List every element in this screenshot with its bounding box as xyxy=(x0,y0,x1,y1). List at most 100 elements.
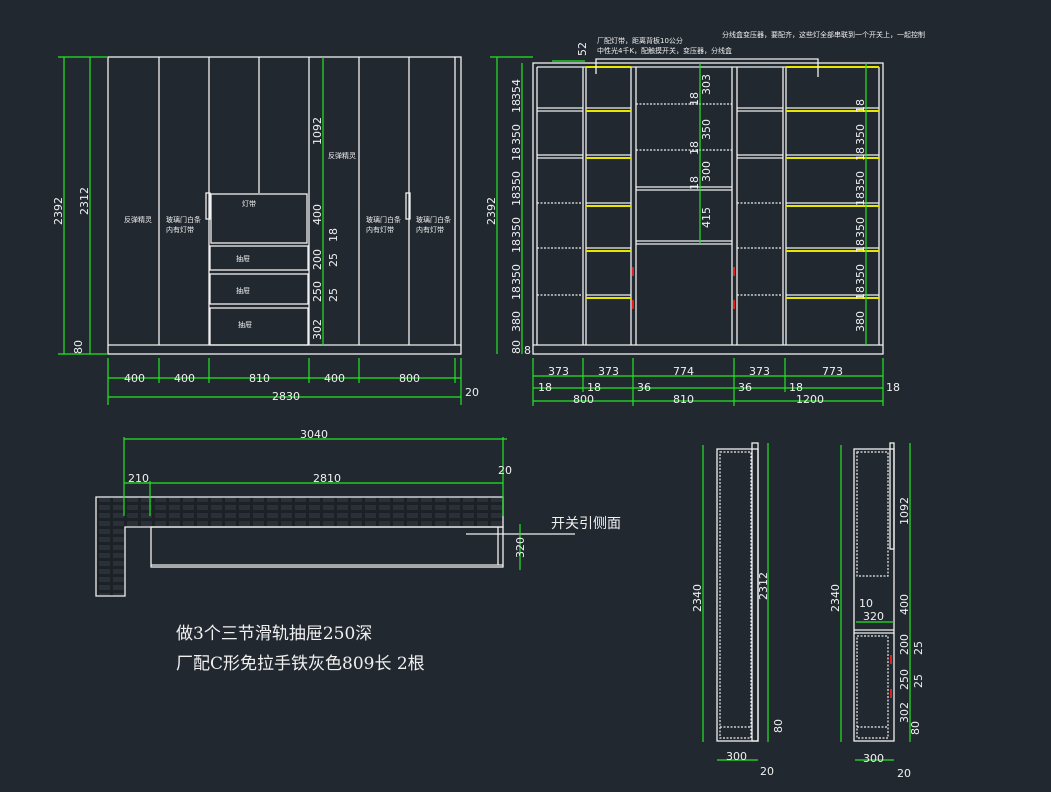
dim: 8 xyxy=(524,344,531,357)
dim: 18 xyxy=(886,381,900,394)
dim-b-400c: 400 xyxy=(324,372,345,385)
dim: 18 xyxy=(510,147,523,161)
label-glass-door: 玻璃门白条 xyxy=(166,215,201,224)
section-elevation: 厂配灯带，距离背板10公分 中性光4千K，配触摸开关，变压器，分线盒 分线盒变压… xyxy=(485,30,925,406)
side-section-b: 2340 1092 400 10 320 200 25 250 25 302 8… xyxy=(829,442,925,780)
dim: 18 xyxy=(510,239,523,253)
dim-b-800: 800 xyxy=(399,372,420,385)
dim: 380 xyxy=(854,311,867,332)
dim-b-400a: 400 xyxy=(124,372,145,385)
dim: 800 xyxy=(573,393,594,406)
right-dims: 18 350 18 350 18 350 18 350 18 380 xyxy=(854,99,867,332)
dim-b-810: 810 xyxy=(249,372,270,385)
dim: 18 xyxy=(688,141,701,155)
label-drawer-2: 抽屉 xyxy=(236,286,250,295)
label-glass-door-2: 玻璃门白条 xyxy=(366,215,401,224)
note-neutral-light: 中性光4千K，配触摸开关，变压器，分线盒 xyxy=(597,46,732,55)
dim-25: 25 xyxy=(327,253,340,267)
dim-80: 80 xyxy=(772,719,785,733)
note-light-strip: 厂配灯带，距离背板10公分 xyxy=(597,36,683,45)
dim-1092: 1092 xyxy=(311,117,324,145)
label-glass-door-3: 玻璃门白条 xyxy=(416,215,451,224)
dim: 18 xyxy=(854,147,867,161)
note-handle: 厂配C形免拉手铁灰色809长 2根 xyxy=(176,654,425,674)
dim: 380 xyxy=(510,311,523,332)
dim: 350 xyxy=(510,217,523,238)
left-dims: 354 18 350 18 350 18 350 18 350 18 380 8… xyxy=(510,79,531,357)
plan-view: 开关引侧面 3040 210 2810 20 320 xyxy=(95,428,621,597)
dim: 350 xyxy=(854,217,867,238)
note-drawers: 做3个三节滑轨抽屉250深 xyxy=(176,624,372,644)
dim-2312: 2312 xyxy=(757,572,770,600)
dim-10: 10 xyxy=(859,597,873,610)
dim: 350 xyxy=(700,119,713,140)
dim-18: 18 xyxy=(327,228,340,242)
label-light-strip-inside-2: 内有灯带 xyxy=(366,225,394,234)
dim: 18 xyxy=(854,239,867,253)
label-rebound: 反弹精灵 xyxy=(124,215,152,224)
dim: 18 xyxy=(688,92,701,106)
label-light-strip-inside: 内有灯带 xyxy=(166,225,194,234)
dim-200: 200 xyxy=(898,634,911,655)
dim: 774 xyxy=(673,365,694,378)
dim: 36 xyxy=(738,381,752,394)
dim-250: 250 xyxy=(898,669,911,690)
dim-2340: 2340 xyxy=(691,584,704,612)
dim: 303 xyxy=(700,74,713,95)
dim: 373 xyxy=(598,365,619,378)
dim: 18 xyxy=(688,176,701,190)
dim-2340: 2340 xyxy=(829,584,842,612)
dim-20: 20 xyxy=(760,765,774,778)
dim: 373 xyxy=(548,365,569,378)
dim-3040: 3040 xyxy=(300,428,328,441)
dim: 373 xyxy=(749,365,770,378)
bottom-dims: 373 373 774 373 773 18 18 36 36 18 18 80… xyxy=(538,365,900,406)
dim: 18 xyxy=(587,381,601,394)
dim: 18 xyxy=(854,192,867,206)
label-light-strip-inside-3: 内有灯带 xyxy=(416,225,444,234)
callout-switch-side: 开关引侧面 xyxy=(551,516,621,532)
dim-320: 320 xyxy=(863,610,884,623)
dim: 18 xyxy=(854,99,867,113)
dim-300: 300 xyxy=(726,750,747,763)
dim-302: 302 xyxy=(898,702,911,723)
dim-25b: 25 xyxy=(327,288,340,302)
dim-320: 320 xyxy=(514,537,527,558)
dim: 350 xyxy=(510,264,523,285)
dim-80: 80 xyxy=(909,721,922,735)
label-rebound-2: 反弹精灵 xyxy=(328,151,356,160)
dim-1092: 1092 xyxy=(898,497,911,525)
dim-b-20: 20 xyxy=(465,386,479,399)
dim-52: 52 xyxy=(576,42,589,56)
middle-dims: 18 303 350 18 300 18 415 xyxy=(688,74,713,228)
label-drawer-3: 抽屉 xyxy=(238,320,252,329)
dim: 18 xyxy=(510,286,523,300)
label-drawer-1: 抽屉 xyxy=(236,254,250,263)
dim-2312: 2312 xyxy=(78,187,91,215)
dim: 300 xyxy=(700,161,713,182)
dim-25b: 25 xyxy=(912,674,925,688)
front-elevation: 反弹精灵 玻璃门白条 内有灯带 灯带 抽屉 抽屉 抽屉 反弹精灵 玻璃门白条 内… xyxy=(52,56,479,405)
dim-400: 400 xyxy=(311,204,324,225)
dim: 350 xyxy=(510,124,523,145)
dim: 18 xyxy=(510,192,523,206)
dim-b-400b: 400 xyxy=(174,372,195,385)
label-light-strip: 灯带 xyxy=(242,199,256,208)
dim-250: 250 xyxy=(311,281,324,302)
dim: 18 xyxy=(854,286,867,300)
dim: 18 xyxy=(510,99,523,113)
dim-20: 20 xyxy=(498,464,512,477)
dim-300: 300 xyxy=(863,752,884,765)
dim: 415 xyxy=(700,207,713,228)
dim: 810 xyxy=(673,393,694,406)
dim: 36 xyxy=(637,381,651,394)
dim-2392: 2392 xyxy=(485,197,498,225)
handles xyxy=(632,267,735,309)
dim: 1200 xyxy=(796,393,824,406)
dim-25: 25 xyxy=(912,641,925,655)
dim-400: 400 xyxy=(898,594,911,615)
dim-200: 200 xyxy=(311,249,324,270)
dim-b-2830: 2830 xyxy=(272,390,300,403)
dim-2810: 2810 xyxy=(313,472,341,485)
